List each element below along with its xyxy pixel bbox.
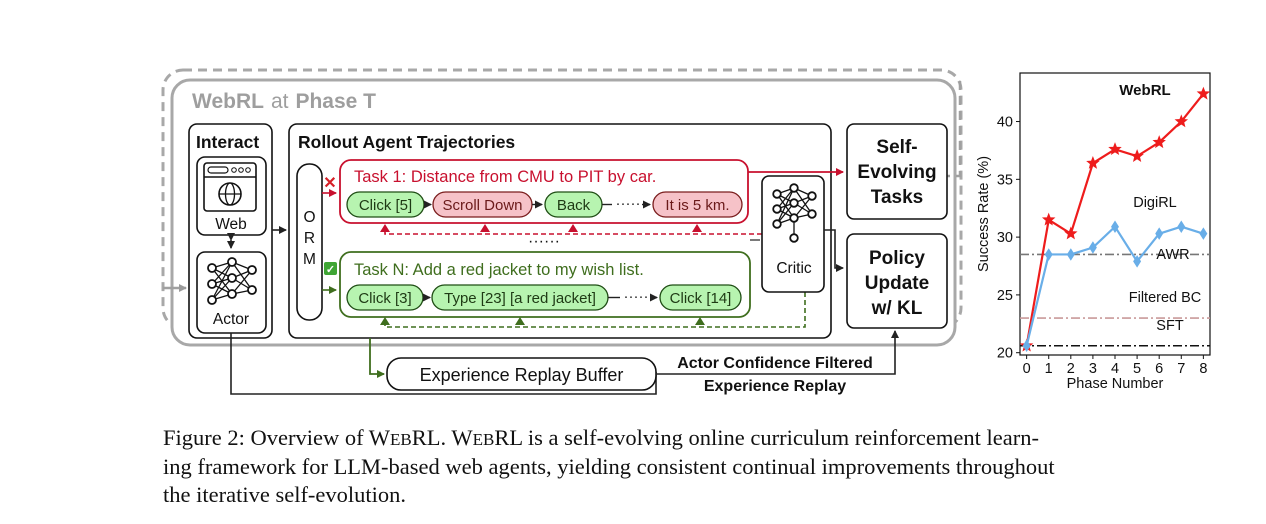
point-digirl [1177, 220, 1186, 233]
x-tick-label: 2 [1067, 361, 1075, 377]
baseline-label-filtered-bc: Filtered BC [1129, 290, 1202, 306]
replay-buffer-label: Experience Replay Buffer [420, 365, 624, 385]
orm-letter-o: O [303, 209, 315, 226]
policy-update-line1: Policy [869, 248, 925, 269]
point-webrl [1152, 135, 1166, 149]
actor-confidence-line1: Actor Confidence Filtered [677, 355, 873, 372]
success-mark-icon [324, 262, 337, 275]
fail-mark-icon: ✕ [323, 175, 336, 192]
chart-plot-frame [1019, 72, 1211, 356]
task1-action-scroll-down-label: Scroll Down [442, 197, 522, 214]
taskn-title: Task N: Add a red jacket to my wish list… [354, 261, 644, 279]
rollout-title: Rollout Agent Trajectories [298, 132, 515, 152]
point-digirl [1066, 248, 1075, 261]
taskn-action-type-label: Type [23] [a red jacket] [444, 290, 596, 307]
task1-action-click5-label: Click [5] [359, 197, 412, 214]
y-axis-label: Success Rate (%) [976, 156, 992, 272]
buffer-to-policy-arrow [656, 330, 899, 375]
policy-update-box [846, 233, 948, 329]
x-tick-label: 0 [1023, 361, 1031, 377]
y-tick-label: 35 [997, 172, 1013, 188]
point-digirl [1044, 248, 1053, 261]
taskn-chain-dots: ····· [624, 288, 649, 305]
point-digirl [1111, 220, 1119, 233]
task1-action-back-label: Back [557, 197, 591, 214]
point-webrl [1108, 142, 1122, 155]
web-browser-icon [196, 156, 267, 236]
point-digirl [1155, 227, 1164, 240]
point-webrl [1130, 149, 1144, 162]
point-digirl [1133, 255, 1142, 268]
task1-action-answer [652, 191, 743, 218]
self-evolving-line3: Tasks [871, 187, 923, 208]
critic-taskn-feedback [384, 292, 806, 328]
point-webrl [1064, 226, 1078, 240]
x-tick-label: 1 [1045, 361, 1053, 377]
actor-confidence-line2: Experience Replay [704, 378, 846, 395]
y-tick-label: 25 [997, 288, 1013, 304]
taskn-action-click14-label: Click [14] [670, 290, 732, 307]
actor-label: Actor [213, 311, 249, 328]
x-tick-label: 6 [1155, 361, 1163, 377]
task1-chain-dots: ····· [616, 195, 641, 212]
orm-box [296, 163, 323, 321]
point-webrl [1174, 114, 1189, 128]
point-digirl [1199, 227, 1208, 240]
figure-caption: Figure 2: Overview of WEBRL. WEBRL is a … [163, 424, 1223, 510]
series-label-webrl: WebRL [1119, 82, 1170, 99]
critic-label: Critic [776, 260, 812, 277]
point-digirl [1022, 339, 1031, 352]
x-tick-label: 7 [1177, 361, 1185, 377]
baseline-label-sft: SFT [1156, 318, 1184, 334]
caption-line-2: ing framework for LLM-based web agents, … [163, 453, 1055, 479]
x-tick-label: 4 [1111, 361, 1119, 377]
self-evolving-line1: Self- [876, 137, 917, 158]
point-webrl [1196, 86, 1211, 100]
caption-line-1: Figure 2: Overview of WEBRL. WEBRL is a … [163, 425, 1039, 450]
x-tick-label: 8 [1199, 361, 1207, 377]
tasks-ellipsis: ······ [528, 233, 560, 250]
rollout-to-buffer-arrow [369, 338, 385, 378]
taskn-action-click14 [659, 284, 742, 311]
x-axis-label: Phase Number [1067, 376, 1164, 392]
point-webrl [1041, 212, 1056, 226]
point-digirl [1088, 241, 1097, 254]
policy-update-line2: Update [865, 273, 929, 294]
y-tick-label: 20 [997, 346, 1013, 362]
actor-replay-line [230, 333, 657, 395]
web-label: Web [215, 216, 247, 233]
taskn-action-click3-label: Click [3] [358, 290, 411, 307]
caption-line-3: the iterative self-evolution. [163, 482, 407, 507]
task-feedback-arrow [926, 80, 962, 178]
critic-network-icon [772, 183, 817, 243]
x-tick-label: 3 [1089, 361, 1097, 377]
task1-title: Task 1: Distance from CMU to PIT by car. [354, 168, 656, 186]
y-tick-label: 40 [997, 115, 1013, 131]
task1-action-answer-label: It is 5 km. [665, 197, 729, 214]
task1-reward-markers [380, 224, 702, 232]
point-webrl [1086, 155, 1100, 169]
orm-letter-m: M [303, 251, 316, 268]
critic-policy-arrow-1 [824, 229, 844, 272]
actor-network-icon [196, 251, 267, 334]
self-evolving-tasks-box [846, 123, 948, 220]
orm-letter-r: R [304, 230, 315, 247]
self-evolving-line2: Evolving [857, 162, 936, 183]
x-tick-label: 5 [1133, 361, 1141, 377]
success-mark-glyph: ✓ [326, 264, 335, 276]
baseline-label-awr: AWR [1156, 247, 1189, 263]
series-label-digirl: DigiRL [1133, 195, 1177, 211]
interact-title: Interact [196, 132, 259, 152]
actor-confidence-bg [664, 352, 886, 372]
policy-update-line3: w/ KL [871, 298, 923, 319]
y-tick-label: 30 [997, 230, 1013, 246]
critic-task1-feedback [384, 226, 770, 235]
